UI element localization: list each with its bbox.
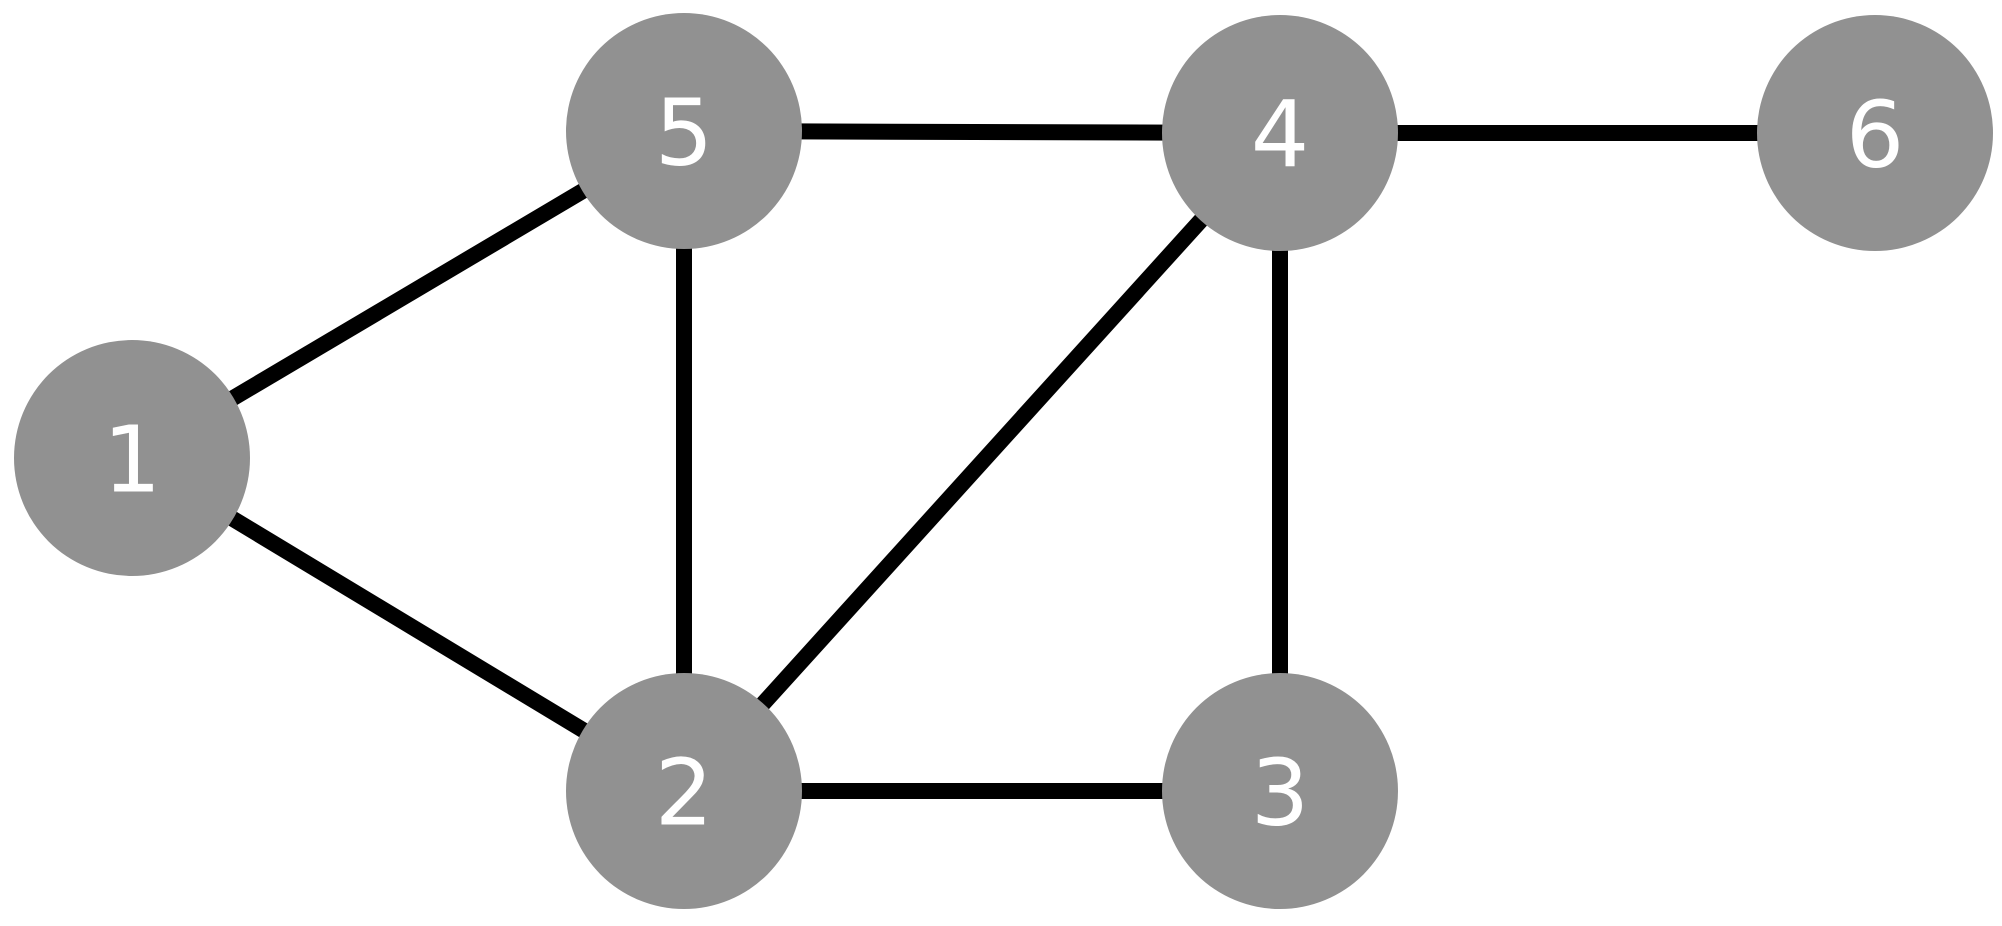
node-layer: 1 2 3 4 5 6	[14, 13, 1993, 909]
graph-node-label-6: 6	[1846, 82, 1905, 189]
graph-node-circle-2[interactable]	[566, 673, 802, 909]
graph-node-2[interactable]: 2	[566, 673, 802, 909]
graph-node-5[interactable]: 5	[566, 13, 802, 249]
graph-node-circle-6[interactable]	[1757, 15, 1993, 251]
graph-node-6[interactable]: 6	[1757, 15, 1993, 251]
graph-node-4[interactable]: 4	[1162, 15, 1398, 251]
graph-node-label-2: 2	[655, 740, 714, 847]
edge-layer	[127, 123, 1875, 799]
graph-node-label-5: 5	[655, 80, 714, 187]
graph-node-label-3: 3	[1251, 740, 1310, 847]
graph-node-label-1: 1	[103, 407, 162, 514]
graph-node-circle-4[interactable]	[1162, 15, 1398, 251]
graph-node-circle-3[interactable]	[1162, 673, 1398, 909]
graph-node-circle-1[interactable]	[14, 340, 250, 576]
graph-node-label-4: 4	[1251, 82, 1310, 189]
graph-edge-4-2[interactable]	[678, 127, 1286, 797]
graph-node-3[interactable]: 3	[1162, 673, 1398, 909]
graph-node-1[interactable]: 1	[14, 340, 250, 576]
graph-node-circle-5[interactable]	[566, 13, 802, 249]
